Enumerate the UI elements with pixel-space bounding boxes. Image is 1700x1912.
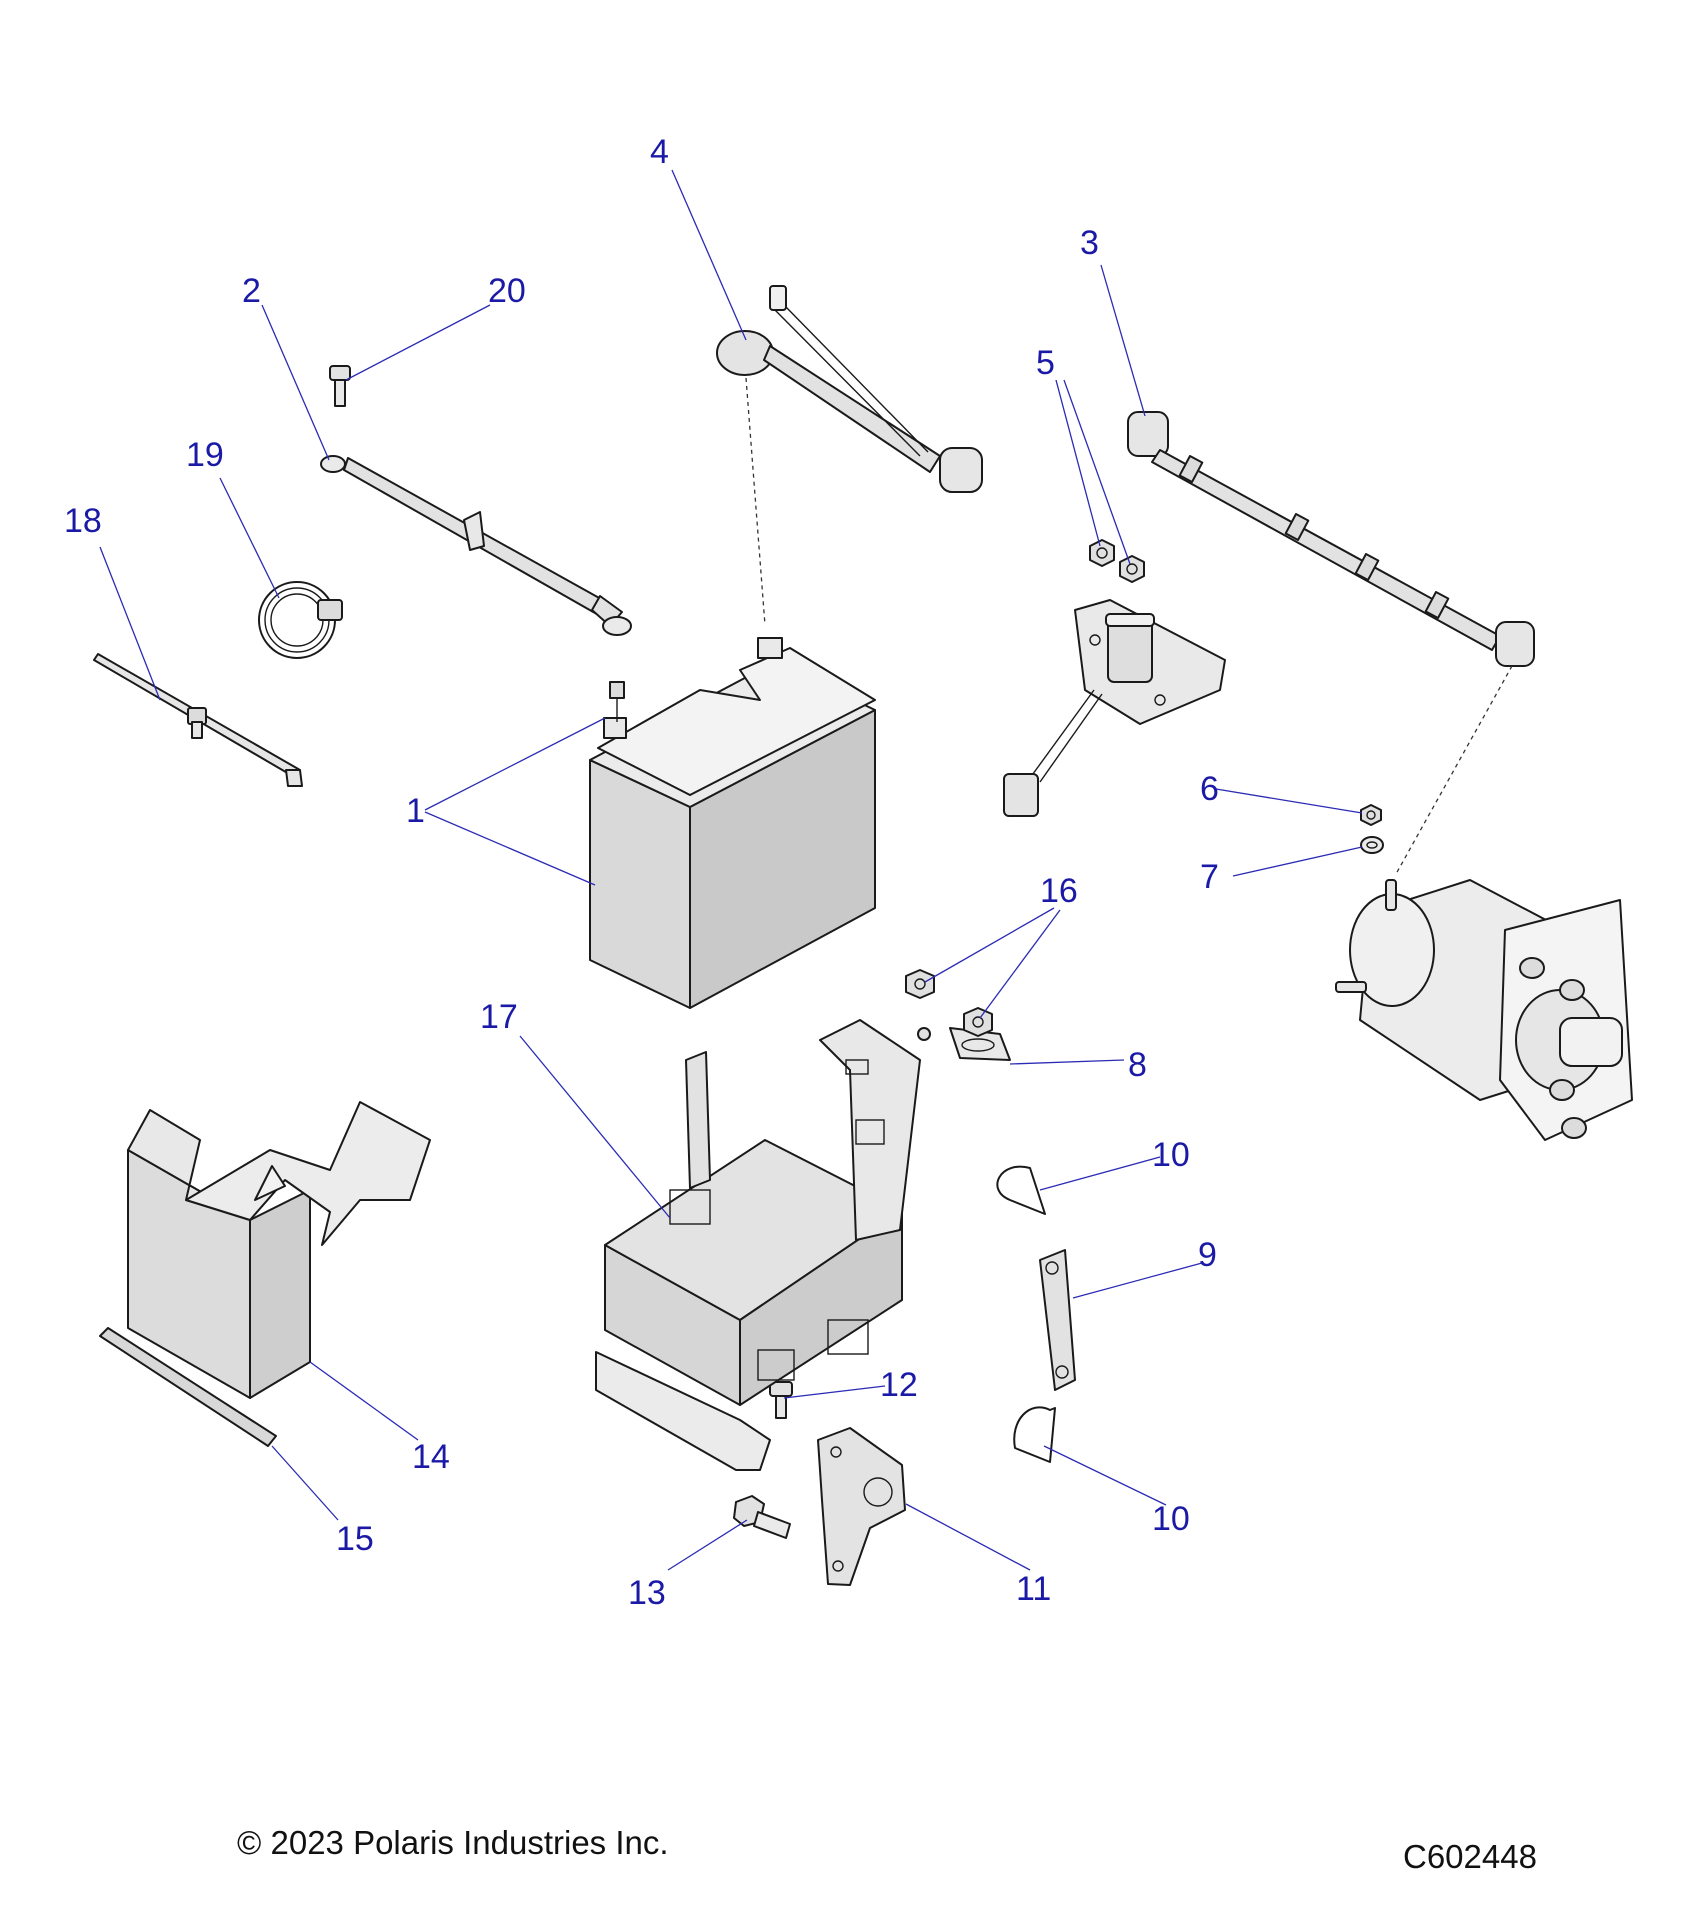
foam-strip <box>99 1327 277 1447</box>
callout-11: 11 <box>1016 1570 1051 1608</box>
starter-cable <box>1127 411 1535 667</box>
callout-18: 18 <box>64 502 102 540</box>
callout-10-upper: 10 <box>1152 1136 1190 1174</box>
callout-labels: 1 2 3 4 5 6 7 8 9 10 10 11 12 13 14 15 1… <box>64 133 1219 1612</box>
callout-17: 17 <box>480 998 518 1036</box>
callout-9: 9 <box>1198 1236 1217 1274</box>
d-ring-lower <box>1013 1406 1056 1463</box>
callout-16: 16 <box>1040 872 1078 910</box>
nut <box>1360 804 1382 826</box>
d-ring-upper <box>996 1165 1046 1215</box>
callout-4: 4 <box>650 133 669 171</box>
callout-2: 2 <box>242 272 261 310</box>
dashed-connector-positive <box>745 377 766 626</box>
callout-5: 5 <box>1036 344 1055 382</box>
battery <box>589 637 876 1009</box>
starter-motor <box>1335 879 1633 1141</box>
bolt-large <box>733 1495 791 1539</box>
callout-15: 15 <box>336 1520 374 1558</box>
strap-link <box>1039 1249 1076 1391</box>
copyright-notice: © 2023 Polaris Industries Inc. <box>237 1824 669 1861</box>
terminal-bolt <box>329 365 351 407</box>
callout-7: 7 <box>1200 858 1219 896</box>
callout-19: 19 <box>186 436 224 474</box>
callout-8: 8 <box>1128 1046 1147 1084</box>
callout-6: 6 <box>1200 770 1219 808</box>
callout-10-lower: 10 <box>1152 1500 1190 1538</box>
battery-tray <box>595 1019 921 1471</box>
slotted-strap <box>917 1027 1011 1061</box>
cable-tie-with-clip <box>93 653 303 787</box>
cable-ties <box>258 581 343 659</box>
callout-14: 14 <box>412 1438 450 1476</box>
dashed-connector-starter <box>1395 665 1513 875</box>
battery-cover <box>127 1101 431 1399</box>
leader-lines <box>99 169 1363 1571</box>
positive-cable <box>716 285 983 493</box>
callout-1: 1 <box>406 792 425 830</box>
callout-12: 12 <box>880 1366 918 1404</box>
washer <box>1360 836 1384 854</box>
flange-nuts <box>905 969 993 1037</box>
figure-code: C602448 <box>1403 1838 1537 1875</box>
terminal-nuts <box>1089 539 1145 583</box>
callout-13: 13 <box>628 1574 666 1612</box>
callout-20: 20 <box>488 272 526 310</box>
bolt-small <box>769 1381 793 1419</box>
mounting-bracket <box>817 1427 906 1586</box>
callout-3: 3 <box>1080 224 1099 262</box>
ground-cable <box>320 455 632 636</box>
starter-solenoid <box>1003 599 1226 817</box>
